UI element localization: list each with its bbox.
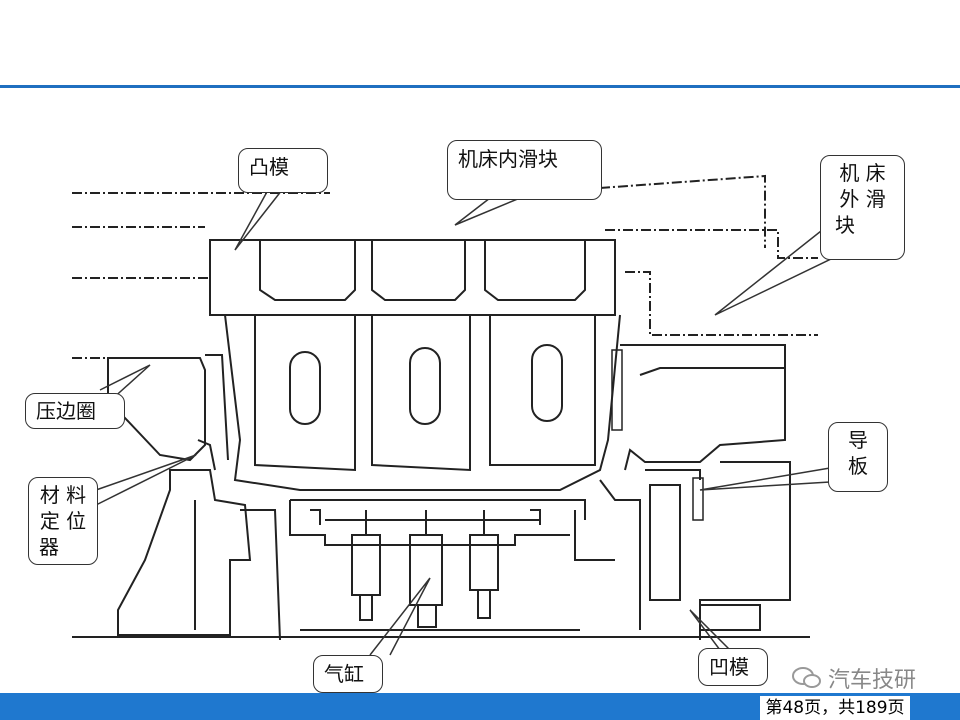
callout-die: 凹模 (698, 648, 768, 686)
label-outer-slide-line3: 块 (835, 213, 855, 237)
label-outer-slide-line2: 外 滑 (839, 187, 886, 211)
callout-inner-slide: 机床内滑块 (447, 140, 602, 200)
callout-outer-slide: 机 床 外 滑 块 (820, 155, 905, 260)
label-guide-plate-line2: 板 (848, 454, 868, 478)
label-blank-holder: 压边圈 (36, 399, 96, 423)
page-indicator: 第48页，共189页 (760, 696, 910, 720)
callout-blank-holder: 压边圈 (25, 393, 125, 429)
wechat-icon (792, 667, 821, 688)
label-locator-line3: 器 (39, 535, 59, 559)
label-locator-line1: 材 料 (39, 483, 87, 507)
cylinder-assembly (289, 499, 586, 631)
callout-cylinder: 气缸 (313, 655, 383, 693)
header-rule (0, 85, 960, 88)
blank-holder-body (107, 354, 229, 471)
punch-body (209, 239, 621, 491)
label-punch: 凸模 (249, 155, 289, 179)
die-right-body (574, 344, 791, 640)
label-guide-plate-line1: 导 (848, 428, 868, 452)
outer-slide-outline (72, 174, 818, 359)
callout-pointers (95, 189, 861, 656)
callout-punch: 凸模 (238, 148, 328, 193)
callout-locator: 材 料 定 位 器 (28, 477, 98, 565)
label-inner-slide: 机床内滑块 (458, 147, 558, 171)
label-cylinder: 气缸 (324, 662, 364, 686)
label-locator-line2: 定 位 (39, 509, 87, 533)
label-die: 凹模 (709, 655, 749, 679)
watermark: 汽车技研 (792, 662, 916, 694)
label-outer-slide-line1: 机 床 (839, 161, 886, 185)
die-left-body (117, 469, 281, 641)
callout-guide-plate: 导 板 (828, 422, 888, 492)
watermark-text: 汽车技研 (828, 668, 917, 693)
